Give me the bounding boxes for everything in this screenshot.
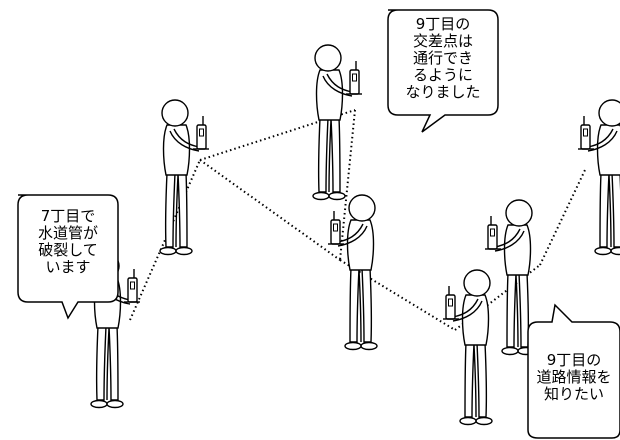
bubble-left-line-1: 7丁目で: [40, 207, 96, 225]
bubble-right-line-2: 道路情報を: [536, 368, 612, 386]
link-4: [199, 159, 341, 261]
speech-bubble-left: [17, 194, 119, 320]
link-7: [539, 169, 586, 266]
bubble-top-line-5: なりました: [405, 83, 481, 101]
bubble-top-line-1: 9丁目の: [415, 15, 471, 33]
bubble-right-line-3: 知りたい: [543, 385, 604, 403]
bubble-left-line-4: います: [45, 258, 91, 276]
bubble-top-text: 9丁目の 交差点は 通行でき るように なりました: [388, 16, 498, 101]
person-4: [327, 194, 378, 351]
person-2: [159, 99, 210, 256]
person-6: [484, 199, 535, 356]
bubble-top-line-4: るように: [412, 66, 473, 84]
person-5: [442, 269, 493, 426]
bubble-left-line-3: 破裂して: [38, 241, 98, 259]
bubble-right-line-1: 9丁目の: [546, 351, 602, 369]
speech-bubble-top: [387, 9, 499, 133]
bubble-top-line-3: 通行でき: [412, 49, 473, 67]
bubble-top-line-2: 交差点は: [412, 32, 473, 50]
person-3: [312, 44, 363, 201]
link-1: [129, 159, 201, 321]
bubble-left-line-2: 水道管が: [37, 224, 98, 242]
bubble-left-text: 7丁目で 水道管が 破裂して います: [18, 208, 118, 276]
person-7: [577, 99, 620, 256]
speech-bubble-right: [527, 303, 620, 439]
bubble-right-text: 9丁目の 道路情報を 知りたい: [528, 352, 620, 403]
